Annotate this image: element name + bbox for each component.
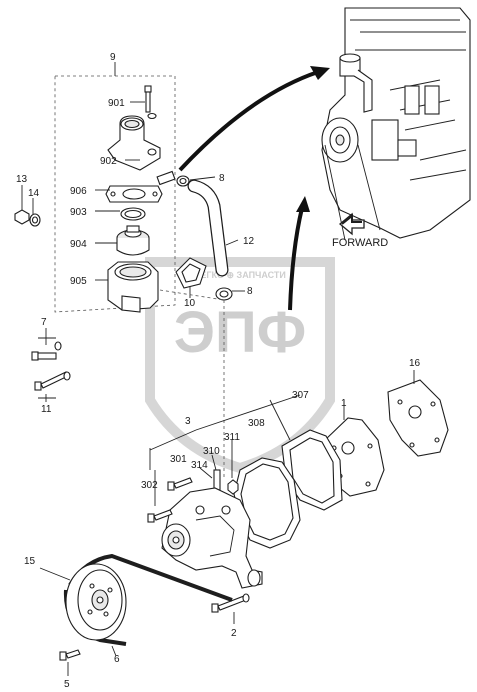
gasket-906 xyxy=(105,185,163,203)
label-1: 1 xyxy=(341,398,347,409)
water-pump-3 xyxy=(161,487,263,589)
bolt-11 xyxy=(34,371,71,391)
bolt-7 xyxy=(31,341,62,361)
watermark-main-text: ЭПФ xyxy=(174,300,306,365)
label-902: 902 xyxy=(100,156,117,167)
gasket-10 xyxy=(175,257,207,289)
label-14: 14 xyxy=(28,188,40,199)
arrow-to-engine-lower xyxy=(288,196,310,311)
gasket-308 xyxy=(281,429,343,511)
hose-12 xyxy=(187,179,229,277)
nut-311 xyxy=(227,479,239,495)
watermark-shield xyxy=(145,257,335,474)
label-15: 15 xyxy=(24,556,36,567)
label-302: 302 xyxy=(141,480,158,491)
label-9: 9 xyxy=(110,52,116,63)
arrow-to-engine-upper xyxy=(178,66,330,172)
forward-arrow-icon xyxy=(338,212,365,236)
label-10: 10 xyxy=(184,298,196,309)
label-310: 310 xyxy=(203,446,220,457)
engine-block xyxy=(321,7,471,241)
label-905: 905 xyxy=(70,276,87,287)
label-307: 307 xyxy=(292,390,309,401)
label-3: 3 xyxy=(185,416,191,427)
label-16: 16 xyxy=(409,358,421,369)
seal-903 xyxy=(120,207,146,221)
label-13: 13 xyxy=(16,174,28,185)
label-forward: FORWARD xyxy=(332,237,388,249)
label-5: 5 xyxy=(64,679,70,690)
label-11: 11 xyxy=(41,404,52,415)
label-7: 7 xyxy=(41,317,47,328)
group-9-outline xyxy=(54,75,176,313)
bolt-901 xyxy=(144,85,152,113)
label-301: 301 xyxy=(170,454,187,465)
thermostat-904 xyxy=(116,225,150,256)
thermostat-housing-905 xyxy=(107,261,159,313)
bolt-2 xyxy=(211,593,250,613)
bolt-302-a xyxy=(147,509,173,523)
label-8-upper: 8 xyxy=(219,173,225,184)
label-2: 2 xyxy=(231,628,237,639)
label-906: 906 xyxy=(70,186,87,197)
bolt-5 xyxy=(59,649,81,661)
gasket-307 xyxy=(233,457,301,549)
washer-14 xyxy=(29,213,41,227)
thermostat-outlet-902 xyxy=(107,115,161,171)
pulley-15 xyxy=(65,563,127,641)
label-904: 904 xyxy=(70,239,87,250)
stud-310 xyxy=(213,469,221,491)
plug-13 xyxy=(14,209,30,225)
label-6: 6 xyxy=(114,654,120,665)
bolt-302-b xyxy=(167,477,193,491)
hose-clamp-8-lower xyxy=(215,287,233,301)
label-308: 308 xyxy=(248,418,265,429)
label-8-lower: 8 xyxy=(247,286,253,297)
watermark-small-text: ЛЕГКО ⊕ ЗАПЧАСТИ xyxy=(194,270,286,280)
label-901: 901 xyxy=(108,98,125,109)
label-314: 314 xyxy=(191,460,208,471)
gasket-16 xyxy=(387,379,449,457)
watermark: ЭПФ ЛЕГКО ⊕ ЗАПЧАСТИ xyxy=(145,257,335,474)
hose-nipple xyxy=(156,170,176,186)
label-903: 903 xyxy=(70,207,87,218)
label-12: 12 xyxy=(243,236,255,247)
label-311: 311 xyxy=(224,432,240,443)
hose-clamp-8-upper xyxy=(176,175,190,187)
